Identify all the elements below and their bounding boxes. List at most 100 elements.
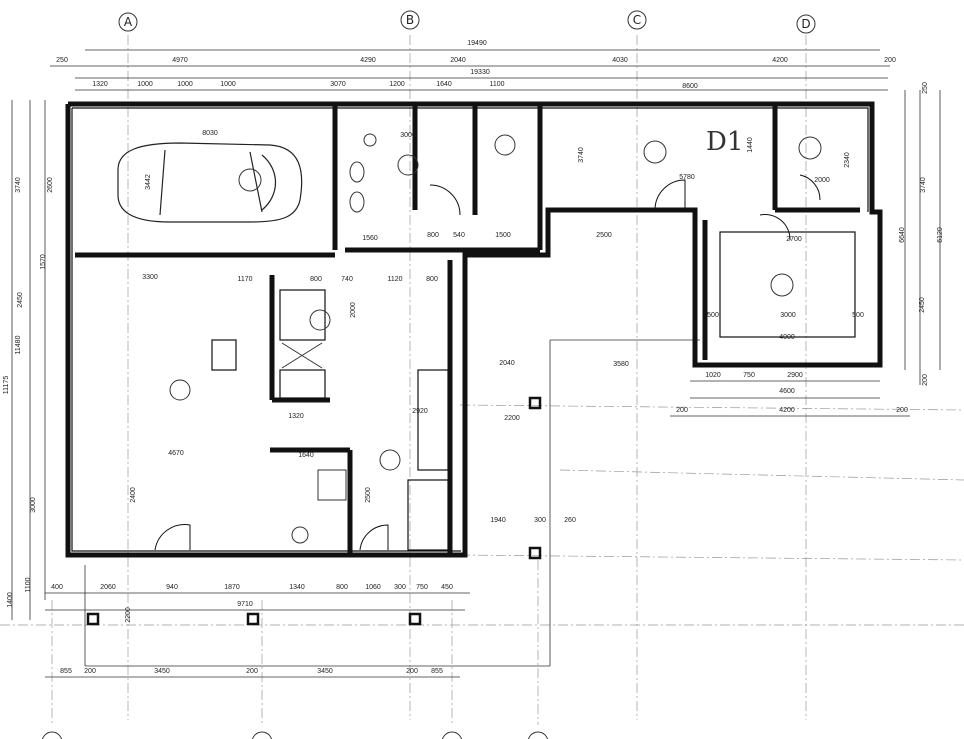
axis-label: B [406,13,414,27]
dimension-label: 800 [427,232,439,239]
dimension-label: 1320 [92,81,108,88]
dimension-label: 800 [336,584,348,591]
dimension-label: 2500 [365,487,372,503]
dimension-label: 2450 [919,297,926,313]
dimension-label: 740 [341,276,353,283]
dimension-label: 500 [852,312,864,319]
dimension-label: 2500 [596,232,612,239]
dimension-label: 1940 [490,517,506,524]
dimension-label: 1560 [362,235,378,242]
axis-bubble-3 [441,731,463,739]
dimension-label: 6120 [937,227,944,243]
dimension-label: 2040 [499,360,515,367]
dimension-label: 1640 [436,81,452,88]
dimension-lines [11,49,941,678]
dimension-label: 2000 [350,302,357,318]
dimension-label: 400 [51,584,63,591]
dimension-label: 1500 [495,232,511,239]
dimension-label: 260 [564,517,576,524]
dimension-label: 3000 [780,312,796,319]
dimension-label: 6640 [899,227,906,243]
dimension-label: 4670 [168,450,184,457]
dimension-label: 11175 [3,376,10,395]
dimension-label: 4200 [779,407,795,414]
dimension-label: 2400 [130,487,137,503]
dimension-label: 1000 [177,81,193,88]
fixtures [169,133,822,544]
dimension-label: 2600 [47,177,54,193]
axis-label: D [801,17,810,31]
dimension-label: 5780 [679,174,695,181]
dimension-label: 1320 [288,413,304,420]
columns [86,396,542,626]
dimension-label: 1100 [489,81,504,88]
dimension-label: 2200 [125,607,132,623]
axis-label: A [124,15,133,29]
dimension-label: 300 [394,584,406,591]
dimension-label: 3442 [145,174,152,190]
dimension-label: 2900 [787,372,803,379]
axis-label: C [633,13,641,27]
dimension-label: 200 [246,668,258,675]
dimension-label: 1570 [40,254,47,270]
dimension-label: 750 [743,372,755,379]
dimension-label: 1000 [137,81,153,88]
grid-lines [0,35,964,725]
dimension-label: 3580 [613,361,629,368]
dimension-label: 9710 [237,601,253,608]
dimension-label: 250 [922,82,929,94]
dimension-label: 3000 [30,497,37,513]
dimension-label: 1640 [298,452,314,459]
dimension-label: 200 [676,407,688,414]
dimension-label: 2340 [844,152,851,168]
dimension-label: 1000 [220,81,236,88]
dimension-label: 4600 [779,388,795,395]
dimension-label: 800 [426,276,438,283]
dimension-label: 2700 [786,236,802,243]
dimension-label: 200 [896,407,908,414]
dimension-label: 4030 [612,57,628,64]
dimension-label: 1200 [389,81,405,88]
dimension-label: 3740 [920,177,927,193]
dimension-label: 4290 [360,57,376,64]
door-swings [154,174,821,551]
dimension-label: 750 [416,584,428,591]
dimension-label: 200 [84,668,96,675]
handwritten-note: D1 [706,127,743,157]
axis-bubbles: A B C D [41,10,816,739]
dimension-label: 11480 [15,335,22,354]
axis-bubble-b: B [400,10,420,30]
dimension-label: 200 [922,374,929,386]
dimension-label: 1100 [25,577,32,592]
dimension-label: 855 [431,668,443,675]
dimension-label: 200 [884,57,896,64]
dimension-label: 19330 [470,69,490,76]
dimension-label: 2450 [17,292,24,308]
dimension-label: 3450 [317,668,333,675]
dimension-label: 2920 [412,408,428,415]
dimension-label: 800 [310,276,322,283]
dimension-label: 3450 [154,668,170,675]
dimension-label: 450 [441,584,453,591]
dimension-label: 1120 [387,276,402,283]
dimension-label: 855 [60,668,72,675]
walls [65,101,883,626]
dimension-label: 4000 [779,334,795,341]
dimension-label: 2200 [504,415,520,422]
axis-bubble-4 [527,731,549,739]
dimension-label: 200 [406,668,418,675]
axis-bubble-2 [251,731,273,739]
dimension-label: 3740 [578,147,585,163]
dimension-label: 1060 [365,584,381,591]
dimension-label: 1340 [289,584,305,591]
axis-bubble-d: D [796,14,816,34]
dimension-label: 1400 [7,592,14,608]
dimension-label: 540 [453,232,465,239]
dimension-label: 8030 [202,130,218,137]
dimension-label: 19490 [467,40,487,47]
dimension-label: 2000 [814,177,830,184]
dimension-label: 3300 [142,274,158,281]
axis-bubble-1 [41,731,63,739]
